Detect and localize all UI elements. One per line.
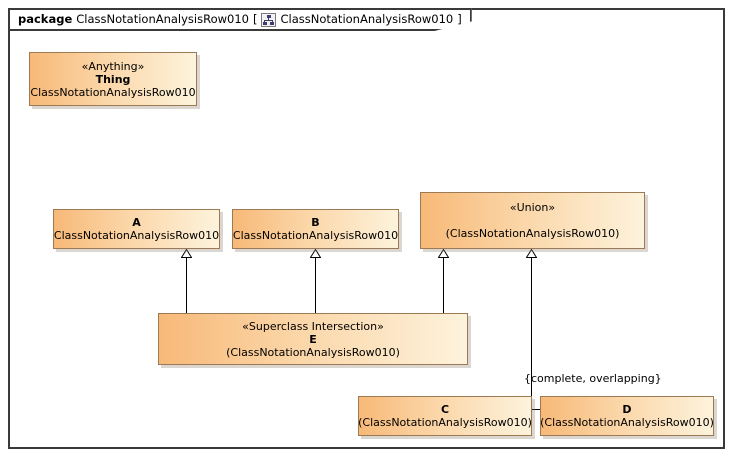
class-stereotype: «Anything»: [81, 59, 145, 73]
package-header-tab[interactable]: package ClassNotationAnalysisRow010 [ Cl…: [8, 8, 472, 31]
class-qualifier: (ClassNotationAnalysisRow010): [226, 345, 400, 359]
generalization-line-e-union: [443, 258, 444, 313]
generalization-arrow-cd-union: [526, 249, 537, 258]
generalization-arrow-e-a: [181, 249, 192, 258]
class-qualifier: (ClassNotationAnalysisRow010): [445, 227, 620, 240]
class-box-thing[interactable]: «Anything» Thing (ClassNotationAnalysisR…: [29, 52, 197, 106]
generalization-arrow-e-union: [438, 249, 449, 258]
class-name: E: [309, 332, 317, 346]
class-box-e[interactable]: «Superclass Intersection» E (ClassNotati…: [158, 313, 468, 365]
class-name: A: [132, 216, 141, 229]
class-diagram-icon: [261, 12, 277, 27]
class-qualifier: (ClassNotationAnalysisRow010): [358, 416, 532, 429]
class-qualifier: (ClassNotationAnalysisRow010): [232, 229, 399, 242]
bracket-open: [: [252, 11, 258, 26]
class-name: D: [622, 403, 632, 416]
class-qualifier: (ClassNotationAnalysisRow010): [53, 229, 220, 242]
generalization-line-e-b: [315, 258, 316, 313]
generalization-line-cd-union: [531, 258, 532, 409]
package-name: ClassNotationAnalysisRow010: [76, 11, 249, 26]
class-name: B: [311, 216, 320, 229]
class-qualifier: (ClassNotationAnalysisRow010): [29, 85, 197, 99]
bracket-close: ]: [457, 11, 462, 26]
class-qualifier: (ClassNotationAnalysisRow010): [540, 416, 714, 429]
diagram-name: ClassNotationAnalysisRow010: [280, 11, 454, 26]
class-stereotype: «Superclass Intersection»: [242, 319, 384, 333]
generalization-arrow-e-b: [310, 249, 321, 258]
class-name: Thing: [95, 72, 131, 86]
generalization-line-e-a: [186, 258, 187, 313]
class-box-c[interactable]: C (ClassNotationAnalysisRow010): [358, 396, 532, 436]
class-box-a[interactable]: A (ClassNotationAnalysisRow010): [53, 209, 220, 249]
class-name: C: [440, 403, 450, 416]
class-box-b[interactable]: B (ClassNotationAnalysisRow010): [232, 209, 399, 249]
class-stereotype: «Union»: [509, 201, 556, 214]
package-keyword: package: [18, 11, 73, 26]
class-box-union[interactable]: «Union» (ClassNotationAnalysisRow010): [420, 192, 645, 249]
class-box-d[interactable]: D (ClassNotationAnalysisRow010): [540, 396, 714, 436]
generalization-set-constraint: {complete, overlapping}: [524, 372, 662, 385]
